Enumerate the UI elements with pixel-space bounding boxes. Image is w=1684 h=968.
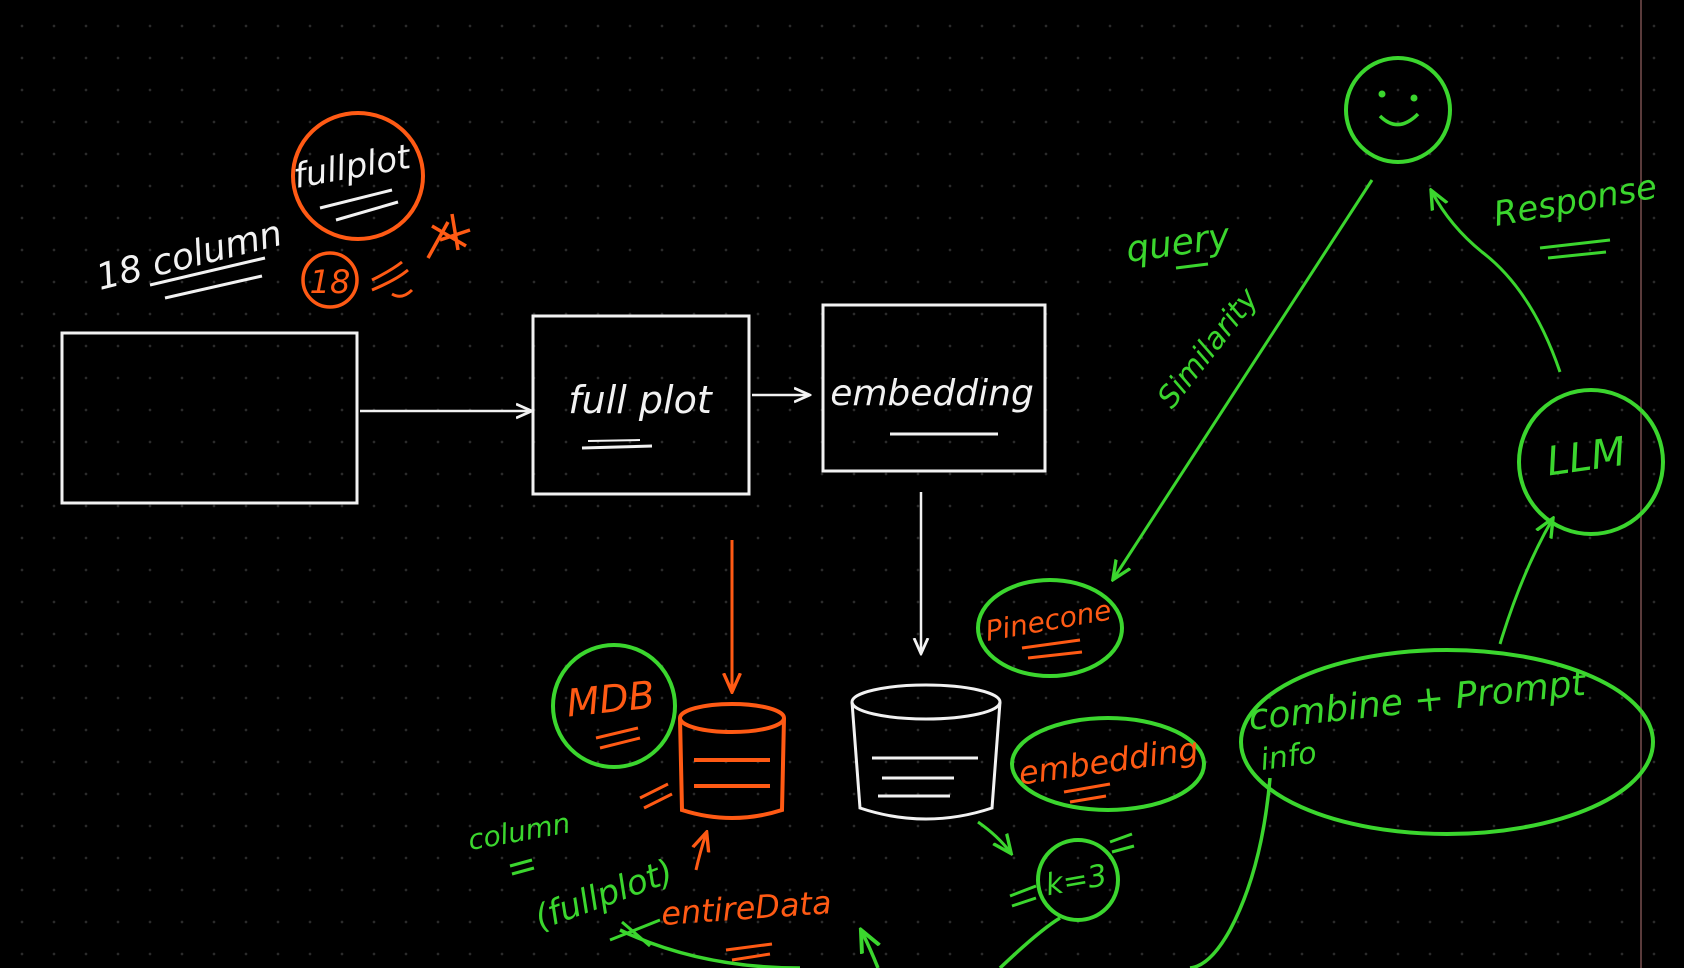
column-count-underline (149, 256, 266, 300)
user-smile (1378, 112, 1420, 127)
vector-database-icon (850, 683, 1002, 821)
source-table-box (60, 331, 359, 505)
user-eye-right (1410, 94, 1418, 102)
arrow-entire-data-to-mdb (696, 834, 706, 871)
response-underline (1539, 238, 1611, 260)
arrow-prompt-to-llm (1498, 520, 1552, 645)
query-underline (1175, 262, 1209, 270)
flow-bottom-loop (619, 930, 878, 968)
fullplot-top-underline (319, 188, 399, 222)
arrow-user-to-pinecone (1114, 179, 1374, 578)
canvas-right-border (1640, 0, 1642, 968)
eighteen-label: 18 (310, 263, 351, 301)
fullplot-underline (581, 444, 653, 450)
fullplot-underline-2 (587, 439, 641, 442)
pinecone-label: Pinecone (983, 593, 1114, 648)
fullplot-lower-label: (fullplot) (529, 852, 678, 939)
pinecone-underline (1021, 638, 1083, 660)
arrow-vectordb-to-k (977, 820, 1010, 852)
orange-equals-mark (639, 782, 673, 810)
info-label: info (1258, 735, 1319, 777)
k-value-label: k=3 (1043, 858, 1110, 903)
mdb-underline (595, 726, 641, 750)
embedding-tag-underline (1063, 782, 1111, 804)
llm-label: LLM (1544, 429, 1629, 486)
column-count-label: 18 column (92, 213, 286, 299)
mdb-circle (551, 643, 677, 769)
fullplot-box-label: full plot (568, 378, 714, 422)
embedding-box (821, 303, 1047, 473)
entire-data-underline (725, 942, 773, 962)
fullplot-top-circle (291, 111, 425, 241)
llm-circle (1517, 388, 1665, 536)
mdb-label: MDB (565, 673, 657, 726)
query-label: query (1124, 216, 1233, 271)
combine-prompt-ellipse (1239, 648, 1655, 836)
implies-arrow-orange (371, 260, 414, 298)
eighteen-circle (301, 251, 359, 309)
cross-mark (609, 918, 661, 948)
embedding-tag-ellipse (1010, 716, 1206, 812)
column-lower-underline (509, 858, 535, 876)
similarity-label: Similarity (1151, 281, 1267, 415)
star-mark (426, 213, 471, 259)
flow-k-to-prompt (998, 777, 1272, 968)
response-label: Response (1491, 167, 1660, 235)
k-value-circle (1036, 838, 1120, 922)
entire-data-label: entireData (660, 883, 833, 933)
k-value-marks (1009, 832, 1135, 908)
fullplot-top-label: fullplot (291, 137, 415, 197)
column-lower-label: column (465, 806, 572, 856)
fullplot-box (531, 314, 751, 496)
mongodb-database-icon (678, 702, 786, 820)
user-face-icon (1344, 56, 1452, 164)
embedding-box-label: embedding (830, 373, 1034, 414)
arrow-llm-to-user (1432, 192, 1562, 373)
user-eye-left (1378, 90, 1386, 98)
combine-prompt-label: combine + Prompt (1247, 663, 1590, 739)
pinecone-ellipse (976, 578, 1124, 678)
